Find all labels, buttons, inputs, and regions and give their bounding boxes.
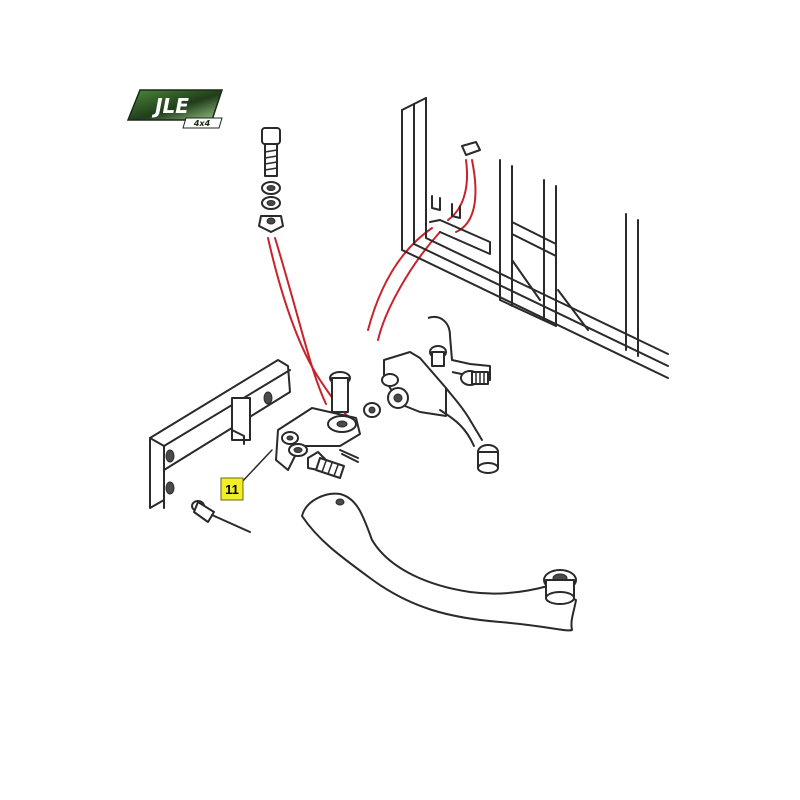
logo-subtext: 4x4 bbox=[193, 119, 211, 128]
door-frame bbox=[401, 97, 669, 379]
rivet bbox=[191, 500, 251, 533]
hinge-pivot bbox=[239, 371, 361, 485]
logo-text: JLE bbox=[151, 94, 189, 118]
connector-lines bbox=[267, 159, 477, 421]
door-check-arm bbox=[301, 492, 577, 632]
mounting-plate bbox=[149, 359, 291, 509]
hinge-bracket bbox=[363, 316, 499, 474]
callout-11[interactable]: 11 bbox=[220, 477, 244, 501]
brand-logo: JLE 4x4 bbox=[126, 89, 224, 129]
bolt-washer-stack bbox=[258, 127, 284, 233]
callout-11-label: 11 bbox=[225, 482, 239, 497]
